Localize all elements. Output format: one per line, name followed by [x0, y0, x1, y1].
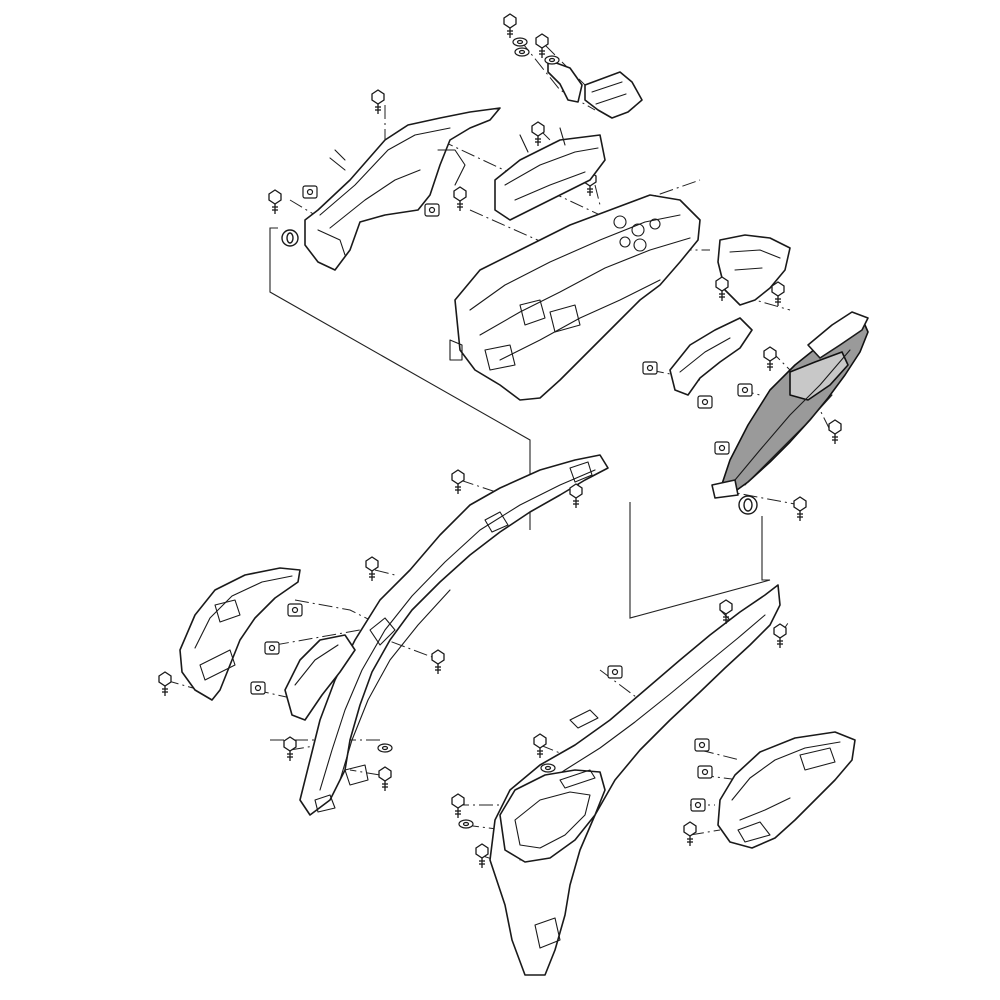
- rear-fender-tray: [449, 194, 701, 401]
- seat-lock-bracket: [494, 127, 606, 221]
- upper-side-cowl-left: [281, 107, 501, 271]
- assembly-brackets: [269, 227, 771, 619]
- leader-lines: [164, 39, 831, 866]
- right-side-cover-large: [489, 584, 781, 976]
- tail-cover-bracket: [547, 59, 643, 119]
- right-side-brackets: [642, 234, 791, 409]
- highlighted-side-cover: [711, 311, 869, 522]
- right-small-panel: [683, 731, 856, 849]
- lower-left-fasteners: [250, 469, 583, 792]
- left-front-panel: [158, 567, 301, 701]
- left-side-frame-cover: [284, 454, 609, 816]
